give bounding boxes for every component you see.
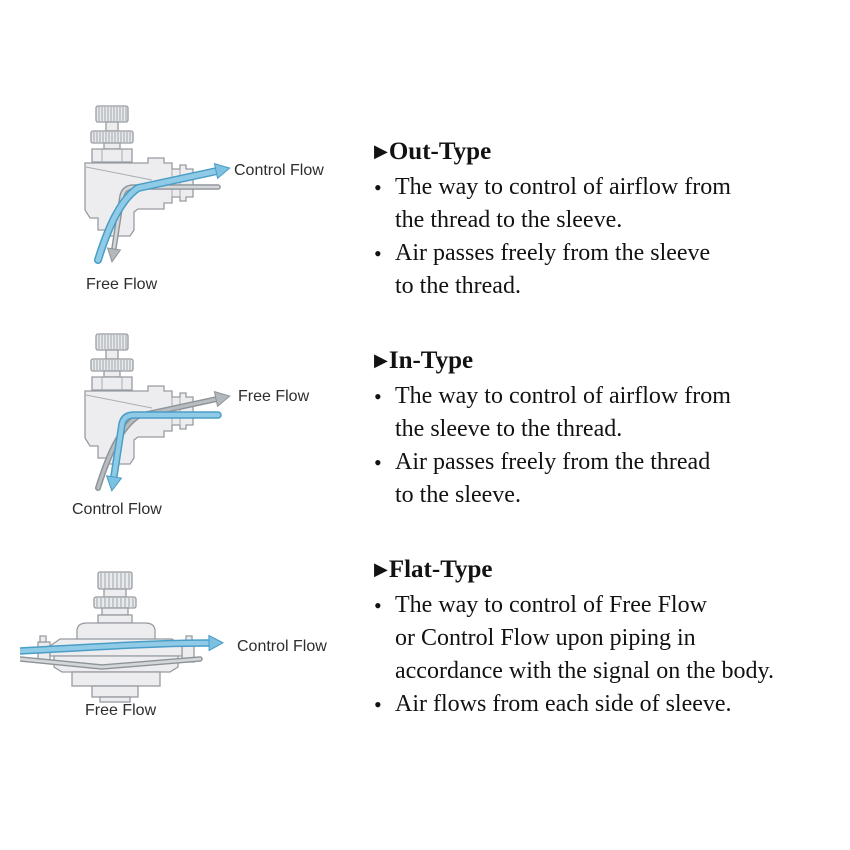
elbow-valve-illustration [84,333,231,492]
bullet-item: • Air flows from each side of sleeve. [374,688,836,721]
bullet-icon: • [374,384,382,409]
bullet-item: • The way to control of Free Flow or Con… [374,589,836,688]
triangle-marker-icon: ▶ [374,141,388,162]
section-heading: ▶ Flat-Type [374,554,836,586]
bullet-icon: • [374,175,382,200]
section-title: Out-Type [388,138,492,165]
control-flow-arrowhead [208,634,225,652]
bullet-item: • Air passes freely from the sleeve to t… [374,237,836,303]
flat-type-text: ▶ Flat-Type • The way to control of Free… [374,554,836,721]
section-heading: ▶ Out-Type [374,136,836,168]
out-type-text: ▶ Out-Type • The way to control of airfl… [374,136,836,303]
control-flow-label: Control Flow [72,501,162,518]
lock-nut [93,596,137,609]
control-flow-arrow [16,634,225,655]
free-flow-arrowhead [213,390,231,408]
control-flow-label: Control Flow [234,162,324,179]
control-flow-arrowhead [213,162,231,180]
section-heading: ▶ In-Type [374,345,836,377]
bullet-item: • The way to control of airflow from the… [374,380,836,446]
valve-body-group [84,333,194,465]
bullet-text: The way to control of Free Flow or Contr… [395,592,774,684]
bullet-icon: • [374,241,382,266]
hex-nut [91,376,133,391]
elbow-valve-illustration [84,105,231,264]
flat-type-diagram: Control Flow Free Flow [16,560,360,730]
control-flow-arrowhead [105,475,123,492]
hex-nut [91,148,133,163]
valve-body-group [37,571,195,703]
valve-foot [91,685,139,698]
bullet-text: The way to control of airflow from the t… [395,174,731,233]
free-flow-label: Free Flow [86,276,158,293]
section-title: Flat-Type [388,556,493,583]
in-type-text: ▶ In-Type • The way to control of airflo… [374,345,836,512]
out-type-diagram: Control Flow Free Flow [60,100,400,300]
bullet-list: • The way to control of airflow from the… [374,171,836,303]
flat-valve-illustration [16,571,225,703]
bullet-text: Air passes freely from the sleeve to the… [395,240,711,299]
bullet-item: • The way to control of airflow from the… [374,171,836,237]
bullet-text: The way to control of airflow from the s… [395,383,731,442]
control-flow-label: Control Flow [237,638,327,655]
bullet-icon: • [374,593,382,618]
adjustment-knob [97,571,133,590]
triangle-marker-icon: ▶ [374,559,388,580]
bullet-icon: • [374,450,382,475]
in-type-diagram: Free Flow Control Flow [60,328,400,528]
section-title: In-Type [388,347,474,374]
bullet-list: • The way to control of Free Flow or Con… [374,589,836,721]
bullet-text: Air passes freely from the thread to the… [395,449,711,508]
free-flow-arrowhead [106,247,122,263]
bullet-icon: • [374,692,382,717]
free-flow-line [17,656,203,670]
valve-body-group [84,105,194,237]
free-flow-label: Free Flow [238,388,310,405]
control-flow-arrow [105,411,222,492]
triangle-marker-icon: ▶ [374,350,388,371]
control-flow-arrow [94,162,231,264]
bullet-text: Air flows from each side of sleeve. [395,691,732,717]
free-flow-label: Free Flow [85,702,157,719]
bullet-item: • Air passes freely from the thread to t… [374,446,836,512]
bullet-list: • The way to control of airflow from the… [374,380,836,512]
